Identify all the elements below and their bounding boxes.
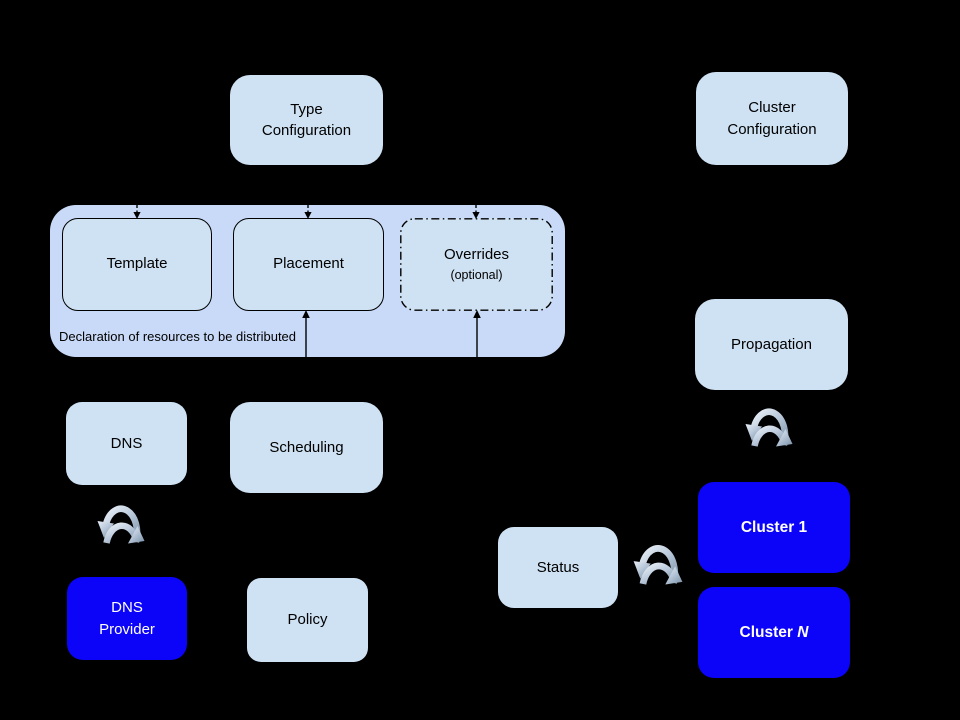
arrow-up-into-overrides [473, 310, 481, 357]
node-cluster-n: Cluster N [698, 587, 850, 678]
node-label: Cluster Configuration [727, 99, 817, 138]
node-label: Policy [287, 611, 328, 629]
node-placement: Placement [233, 218, 384, 311]
arrow-into-placement [304, 205, 312, 219]
node-label-suffix: N [797, 623, 809, 641]
node-label: Overrides [443, 246, 510, 264]
node-dns: DNS [66, 402, 187, 485]
node-label: Placement [273, 255, 344, 273]
node-cluster-configuration: Cluster Configuration [696, 72, 848, 165]
node-status: Status [498, 527, 618, 608]
node-label: Scheduling [269, 438, 344, 456]
status-sync-icon [633, 545, 683, 585]
arrow-into-template [133, 205, 141, 219]
node-type-configuration: Type Configuration [230, 75, 383, 165]
node-sublabel: (optional) [450, 267, 503, 282]
node-label: Status [536, 558, 580, 576]
dns-sync-icon [97, 505, 145, 544]
node-template: Template [62, 218, 212, 311]
node-cluster-1: Cluster 1 [698, 482, 850, 573]
node-label: Type Configuration [261, 100, 352, 139]
resource-declaration-container: Template Placement Overrides (optional) … [50, 205, 565, 357]
node-policy: Policy [247, 578, 368, 662]
node-label: Propagation [731, 335, 812, 353]
node-overrides: Overrides (optional) [400, 218, 553, 311]
container-caption: Declaration of resources to be distribut… [59, 329, 297, 344]
propagation-sync-icon [745, 408, 793, 447]
node-label: Template [106, 255, 168, 273]
node-label: DNS [110, 434, 143, 452]
node-label: Cluster 1 [740, 518, 808, 536]
node-label-prefix: Cluster [739, 623, 793, 641]
arrow-up-into-placement [302, 310, 310, 357]
node-dns-provider: DNS Provider [67, 577, 187, 660]
node-propagation: Propagation [695, 299, 848, 390]
node-label: DNS Provider [99, 599, 155, 638]
arrow-into-overrides [472, 205, 480, 219]
node-scheduling: Scheduling [230, 402, 383, 493]
